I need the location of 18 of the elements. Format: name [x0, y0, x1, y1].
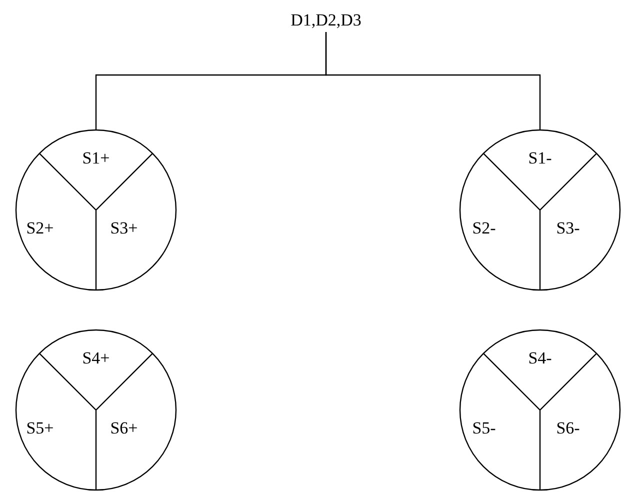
- connector-line: [325, 32, 541, 130]
- sector-label: S4-: [528, 350, 552, 366]
- sector-label: S4+: [82, 350, 110, 366]
- sector-label: S3+: [110, 220, 138, 236]
- sector-label: S2+: [26, 220, 54, 236]
- sector-label: S1+: [82, 150, 110, 166]
- divided-circle: [459, 129, 621, 291]
- sector-label: S6+: [110, 420, 138, 436]
- divided-circle: [15, 129, 177, 291]
- sector-label: S1-: [528, 150, 552, 166]
- sector-label: S5-: [472, 420, 496, 436]
- divided-circle: [15, 329, 177, 491]
- sector-label: S5+: [26, 420, 54, 436]
- sector-label: S3-: [556, 220, 580, 236]
- root-label: D1,D2,D3: [290, 12, 362, 28]
- divided-circle: [459, 329, 621, 491]
- sector-label: S6-: [556, 420, 580, 436]
- sector-label: S2-: [472, 220, 496, 236]
